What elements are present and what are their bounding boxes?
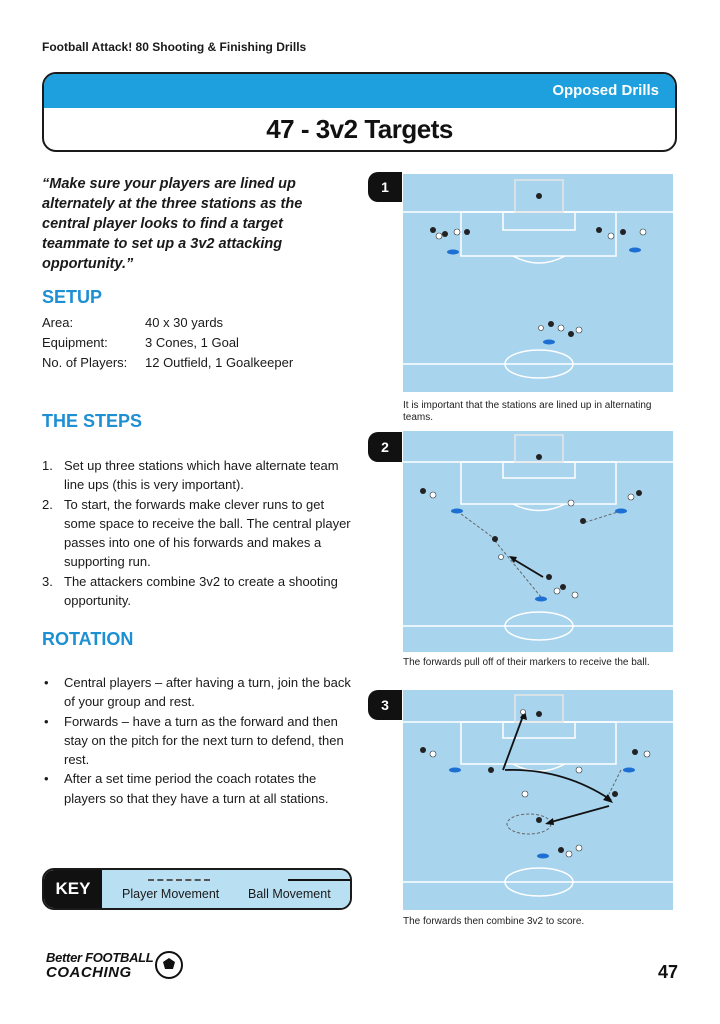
header-band bbox=[44, 74, 675, 108]
diagram-badge: 3 bbox=[368, 690, 402, 720]
step-item: 3. The attackers combine 3v2 to create a… bbox=[42, 572, 357, 611]
key-ball-movement: Ball Movement bbox=[248, 887, 331, 901]
setup-label: Area: bbox=[42, 315, 74, 330]
pitch-diagram-2 bbox=[403, 431, 673, 652]
step-item: 1. Set up three stations which have alte… bbox=[42, 456, 357, 495]
key-legend: KEY Player Movement Ball Movement bbox=[42, 868, 352, 910]
setup-value: 40 x 30 yards bbox=[145, 315, 224, 330]
setup-label: Equipment: bbox=[42, 335, 108, 350]
step-text: The attackers combine 3v2 to create a sh… bbox=[64, 573, 338, 609]
bullet-dot: • bbox=[44, 675, 49, 690]
diagram-caption: The forwards pull off of their markers t… bbox=[403, 657, 650, 668]
setup-row: No. of Players: 12 Outfield, 1 Goalkeepe… bbox=[42, 353, 293, 373]
pitch-icon bbox=[403, 694, 673, 897]
diagram-badge: 1 bbox=[368, 172, 402, 202]
football-icon bbox=[155, 951, 183, 979]
key-body: Player Movement Ball Movement bbox=[102, 870, 350, 908]
drill-header: Opposed Drills 47 - 3v2 Targets bbox=[42, 72, 677, 152]
brand-logo: Better FOOTBALL COACHING bbox=[42, 950, 187, 982]
rotation-item: • Forwards – have a turn as the forward … bbox=[42, 712, 352, 770]
setup-table: Area: 40 x 30 yards Equipment: 3 Cones, … bbox=[42, 313, 293, 373]
step-number: 3. bbox=[42, 573, 53, 589]
step-text: To start, the forwards make clever runs … bbox=[64, 496, 351, 570]
step-number: 2. bbox=[42, 496, 53, 512]
book-title: Football Attack! 80 Shooting & Finishing… bbox=[42, 40, 307, 54]
drill-title: 47 - 3v2 Targets bbox=[266, 114, 453, 144]
setup-value: 12 Outfield, 1 Goalkeeper bbox=[145, 355, 294, 370]
pitch-icon bbox=[403, 434, 673, 641]
step-item: 2. To start, the forwards make clever ru… bbox=[42, 495, 357, 572]
setup-value: 3 Cones, 1 Goal bbox=[145, 335, 239, 350]
rotation-item: • Central players – after having a turn,… bbox=[42, 673, 352, 712]
key-label: KEY bbox=[44, 870, 102, 908]
rotation-item: • After a set time period the coach rota… bbox=[42, 769, 352, 808]
bullet-dot: • bbox=[44, 771, 49, 787]
section-label: Opposed Drills bbox=[552, 82, 659, 99]
setup-label: No. of Players: bbox=[42, 355, 128, 370]
pitch-diagram-1 bbox=[403, 174, 673, 392]
coach-quote: “Make sure your players are lined up alt… bbox=[42, 176, 303, 272]
diagram-caption: The forwards then combine 3v2 to score. bbox=[403, 916, 585, 927]
rotation-text: Central players – after having a turn, j… bbox=[64, 675, 351, 710]
rotation-list: • Central players – after having a turn,… bbox=[42, 673, 352, 808]
rotation-heading: ROTATION bbox=[42, 629, 134, 649]
arrow-icon bbox=[288, 879, 350, 881]
steps-list: 1. Set up three stations which have alte… bbox=[42, 456, 357, 610]
pitch-icon bbox=[403, 179, 673, 379]
setup-row: Equipment: 3 Cones, 1 Goal bbox=[42, 333, 293, 353]
bullet-dot: • bbox=[44, 713, 49, 729]
rotation-text: After a set time period the coach rotate… bbox=[64, 771, 329, 806]
step-number: 1. bbox=[42, 458, 53, 473]
page-number: 47 bbox=[657, 962, 678, 982]
step-text: Set up three stations which have alterna… bbox=[64, 458, 339, 493]
pitch-diagram-3 bbox=[403, 690, 673, 910]
diagram-badge: 2 bbox=[368, 432, 402, 462]
setup-row: Area: 40 x 30 yards bbox=[42, 313, 293, 333]
setup-heading: SETUP bbox=[42, 287, 103, 307]
key-player-movement: Player Movement bbox=[122, 887, 220, 901]
rotation-text: Forwards – have a turn as the forward an… bbox=[64, 713, 344, 768]
diagram-caption: It is important that the stations are li… bbox=[403, 400, 652, 423]
logo-line2: COACHING bbox=[46, 964, 132, 981]
logo-line1: Better FOOTBALL bbox=[46, 950, 154, 965]
steps-heading: THE STEPS bbox=[42, 411, 143, 431]
dashed-line-icon bbox=[148, 879, 210, 881]
